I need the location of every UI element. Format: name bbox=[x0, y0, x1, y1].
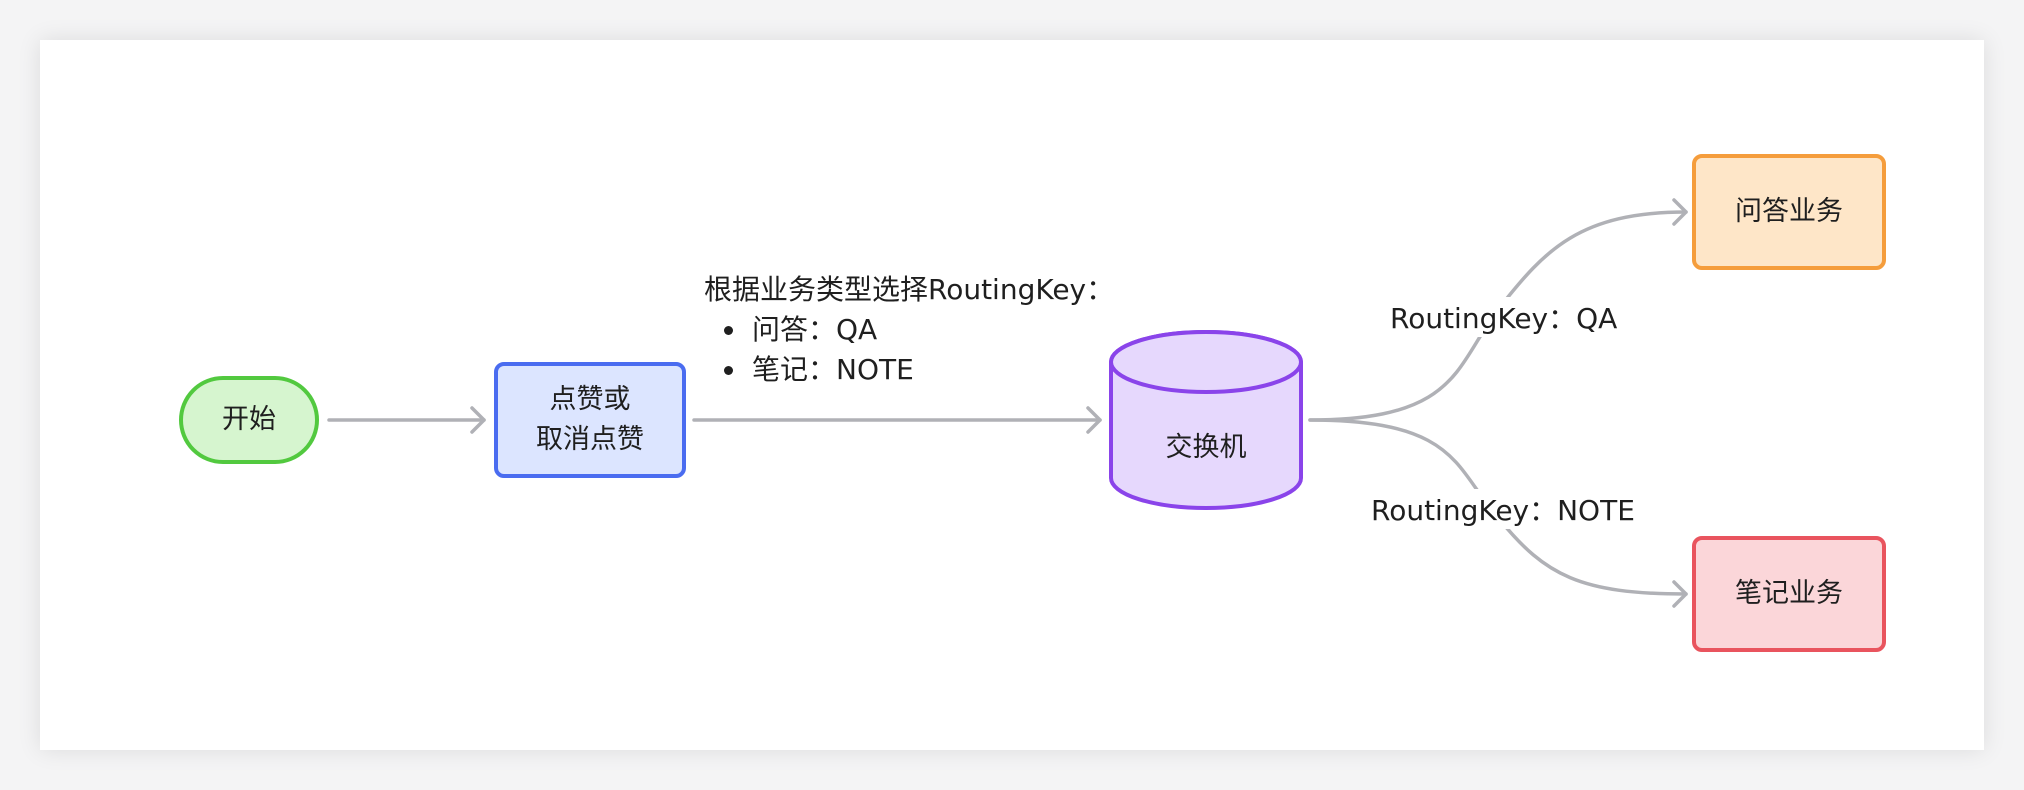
diagram-canvas bbox=[40, 40, 1984, 750]
routing-rule-item-text: 问答：QA bbox=[752, 313, 878, 346]
note-business-node: 笔记业务 bbox=[1692, 536, 1886, 652]
routing-rule-item: 问答：QA bbox=[704, 310, 1114, 350]
bullet-icon bbox=[724, 366, 733, 375]
like-node-label: 点赞或 取消点赞 bbox=[536, 384, 644, 455]
exchange-node-label: 交换机 bbox=[1165, 431, 1247, 463]
arrowhead-start-to-like bbox=[470, 406, 486, 434]
note-node-label: 笔记业务 bbox=[1735, 578, 1843, 609]
edge-label-note: RoutingKey：NOTE bbox=[1367, 489, 1639, 529]
exchange-cylinder-top bbox=[1109, 330, 1303, 394]
qa-business-node: 问答业务 bbox=[1692, 154, 1886, 270]
routing-rule-item-text: 笔记：NOTE bbox=[752, 353, 914, 386]
like-or-unlike-node: 点赞或 取消点赞 bbox=[494, 362, 686, 478]
edge-label-qa: RoutingKey：QA bbox=[1386, 297, 1622, 337]
routing-rule-list: 问答：QA 笔记：NOTE bbox=[704, 310, 1114, 390]
exchange-cylinder bbox=[1109, 330, 1303, 510]
arrowhead-exchange-to-note bbox=[1672, 580, 1688, 608]
arrowhead-like-to-exchange bbox=[1086, 406, 1102, 434]
routing-rule-title: 根据业务类型选择RoutingKey： bbox=[704, 273, 1115, 306]
qa-node-label: 问答业务 bbox=[1735, 196, 1843, 227]
routing-rule-annotation: 根据业务类型选择RoutingKey： 问答：QA 笔记：NOTE bbox=[704, 270, 1114, 390]
start-node: 开始 bbox=[179, 376, 319, 464]
routing-rule-item: 笔记：NOTE bbox=[704, 350, 1114, 390]
start-node-label: 开始 bbox=[222, 404, 276, 435]
bullet-icon bbox=[724, 326, 733, 335]
arrowhead-exchange-to-qa bbox=[1672, 198, 1688, 226]
